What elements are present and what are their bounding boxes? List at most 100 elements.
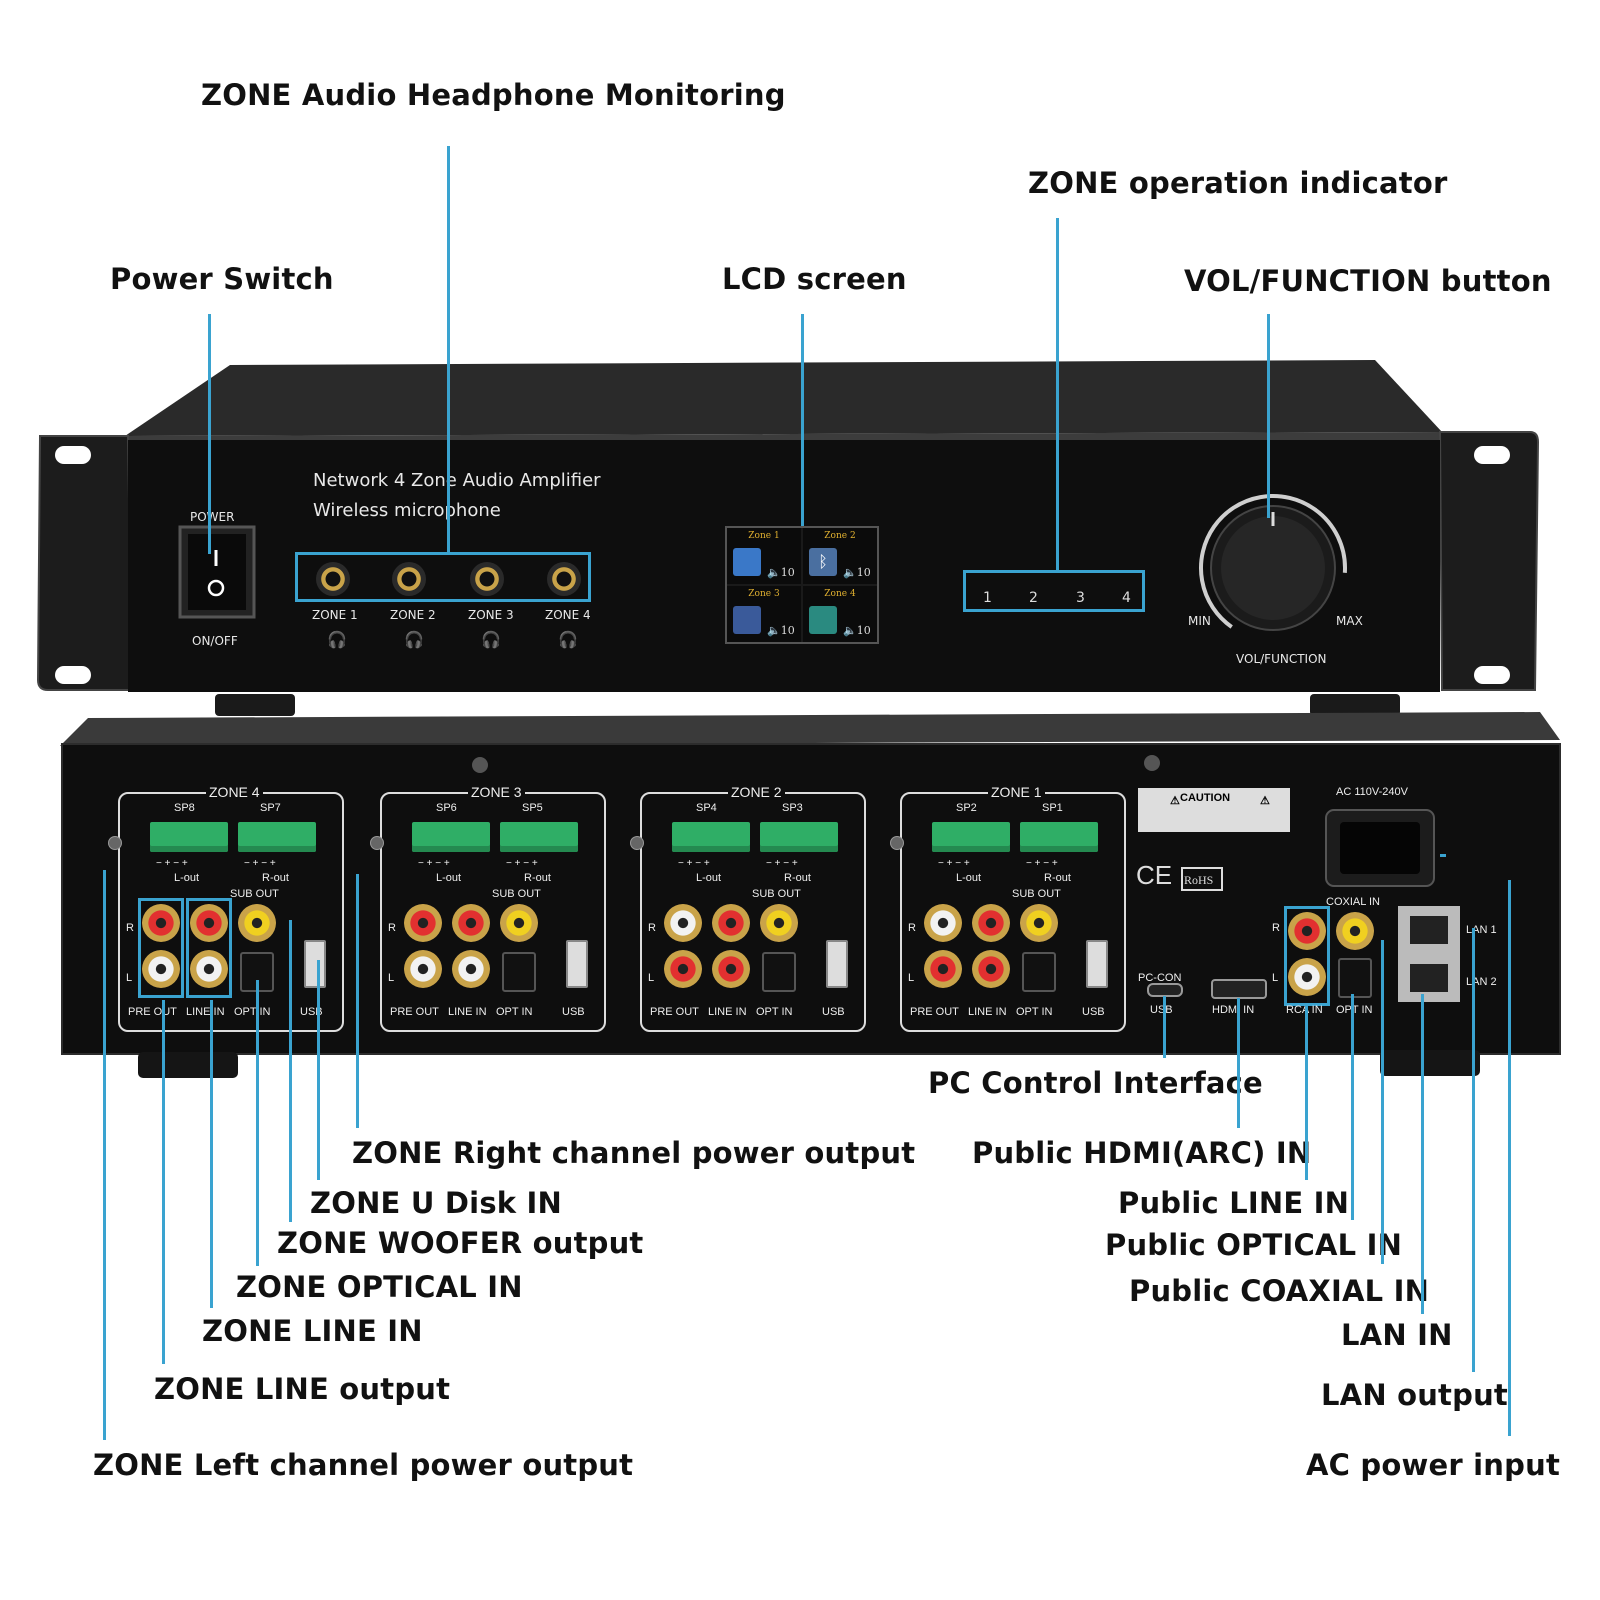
- l-label: L: [388, 972, 395, 984]
- usb-port[interactable]: [566, 940, 588, 988]
- sub-out-jack[interactable]: [760, 904, 798, 942]
- speaker-terminal-left[interactable]: [412, 822, 490, 852]
- polarity-label: − + − +: [766, 858, 798, 869]
- callout-lan-out: LAN output: [1321, 1378, 1508, 1412]
- speaker-terminal-right[interactable]: [760, 822, 838, 852]
- l-out-label: L-out: [436, 872, 462, 884]
- usb-port[interactable]: [826, 940, 848, 988]
- ac-power-inlet[interactable]: [1326, 810, 1434, 886]
- line-in-right-jack[interactable]: [712, 904, 750, 942]
- lcd-zone-label: Zone 2: [824, 531, 856, 541]
- optical-in-port[interactable]: [502, 952, 536, 992]
- r-out-label: R-out: [1044, 872, 1071, 884]
- zone-indicator-4: 4: [1122, 590, 1131, 606]
- pre-out-left-jack[interactable]: [664, 950, 702, 988]
- pre-out-right-jack[interactable]: [404, 904, 442, 942]
- pre-out-right-jack[interactable]: [664, 904, 702, 942]
- line-in-right-jack[interactable]: [190, 904, 228, 942]
- speaker-terminal-left[interactable]: [150, 822, 228, 852]
- lan1-port[interactable]: [1410, 916, 1448, 944]
- screw: [630, 836, 644, 850]
- r-out-label: R-out: [784, 872, 811, 884]
- public-coaxial-in[interactable]: [1336, 912, 1374, 950]
- speaker-terminal-right[interactable]: [1020, 822, 1098, 852]
- usb-label: USB: [562, 1006, 585, 1018]
- optical-in-port[interactable]: [1022, 952, 1056, 992]
- r-label: R: [648, 922, 656, 934]
- pre-out-label: PRE OUT: [910, 1006, 959, 1018]
- speaker-terminal-right[interactable]: [238, 822, 316, 852]
- pc-usb-label: USB: [1150, 1004, 1173, 1016]
- usb-port[interactable]: [304, 940, 326, 988]
- line-in-left-jack[interactable]: [452, 950, 490, 988]
- speaker-terminal-left[interactable]: [932, 822, 1010, 852]
- headphone-jack-zone2[interactable]: [392, 562, 426, 596]
- opt-in-label: OPT IN: [1336, 1004, 1373, 1016]
- sub-out-jack[interactable]: [1020, 904, 1058, 942]
- leader-line: [1163, 996, 1166, 1058]
- optical-in-port[interactable]: [762, 952, 796, 992]
- screw: [108, 836, 122, 850]
- l-label: L: [648, 972, 655, 984]
- hdmi-port[interactable]: [1212, 980, 1266, 998]
- headphone-jack-zone1[interactable]: [316, 562, 350, 596]
- public-rca-in-right[interactable]: [1288, 912, 1326, 950]
- sub-out-jack[interactable]: [238, 904, 276, 942]
- polarity-label: − + − +: [1026, 858, 1058, 869]
- callout-power-switch: Power Switch: [110, 262, 334, 296]
- leader-line: [162, 1000, 165, 1364]
- r-out-label: R-out: [524, 872, 551, 884]
- leader-line: [210, 1000, 213, 1308]
- zone-label-1: ZONE 1: [312, 608, 358, 622]
- lan1-label: LAN 1: [1466, 924, 1497, 936]
- lcd-cell-zone4: Zone 4 🔈10: [803, 586, 877, 642]
- zone-label-4: ZONE 4: [545, 608, 591, 622]
- lcd-cell-zone2: Zone 2 ᛒ 🔈10: [803, 528, 877, 584]
- headphone-icon: 🎧: [481, 630, 501, 649]
- line-in-left-jack[interactable]: [712, 950, 750, 988]
- callout-headphone: ZONE Audio Headphone Monitoring: [201, 78, 786, 112]
- sp-label: SP6: [436, 802, 457, 814]
- lan2-port[interactable]: [1410, 964, 1448, 992]
- line-in-left-jack[interactable]: [972, 950, 1010, 988]
- usb-port[interactable]: [1086, 940, 1108, 988]
- leader-line: [1305, 1004, 1308, 1180]
- sp-label: SP2: [956, 802, 977, 814]
- line-in-right-jack[interactable]: [452, 904, 490, 942]
- lcd-volume: 🔈10: [843, 566, 871, 579]
- pre-out-right-jack[interactable]: [142, 904, 180, 942]
- zone-title: ZONE 3: [468, 784, 525, 800]
- callout-public-optical: Public OPTICAL IN: [1105, 1228, 1403, 1262]
- leader-line: [356, 874, 359, 1128]
- leader-line: [1472, 928, 1475, 1372]
- public-optical-in[interactable]: [1338, 958, 1372, 998]
- line-in-label: LINE IN: [968, 1006, 1007, 1018]
- callout-left-power: ZONE Left channel power output: [93, 1448, 634, 1482]
- leader-line: [1056, 218, 1059, 570]
- bluetooth-icon: ᛒ: [809, 548, 837, 576]
- pre-out-left-jack[interactable]: [924, 950, 962, 988]
- pc-usb-port[interactable]: [1148, 984, 1182, 996]
- pre-out-left-jack[interactable]: [404, 950, 442, 988]
- pre-out-left-jack[interactable]: [142, 950, 180, 988]
- sub-out-jack[interactable]: [500, 904, 538, 942]
- speaker-terminal-right[interactable]: [500, 822, 578, 852]
- line-in-left-jack[interactable]: [190, 950, 228, 988]
- zone-label-2: ZONE 2: [390, 608, 436, 622]
- headphone-icon: 🎧: [327, 630, 347, 649]
- r-label: R: [1272, 922, 1280, 934]
- l-out-label: L-out: [174, 872, 200, 884]
- headphone-jack-zone4[interactable]: [547, 562, 581, 596]
- line-in-right-jack[interactable]: [972, 904, 1010, 942]
- public-rca-in-left[interactable]: [1288, 958, 1326, 996]
- leader-line: [1381, 940, 1384, 1264]
- pre-out-right-jack[interactable]: [924, 904, 962, 942]
- callout-pc-control: PC Control Interface: [928, 1066, 1263, 1100]
- callout-hdmi: Public HDMI(ARC) IN: [972, 1136, 1312, 1170]
- leader-line: [103, 870, 106, 1440]
- rca-in-label: RCA IN: [1286, 1004, 1323, 1016]
- headphone-jack-zone3[interactable]: [470, 562, 504, 596]
- speaker-terminal-left[interactable]: [672, 822, 750, 852]
- line-in-highlight: [186, 898, 232, 998]
